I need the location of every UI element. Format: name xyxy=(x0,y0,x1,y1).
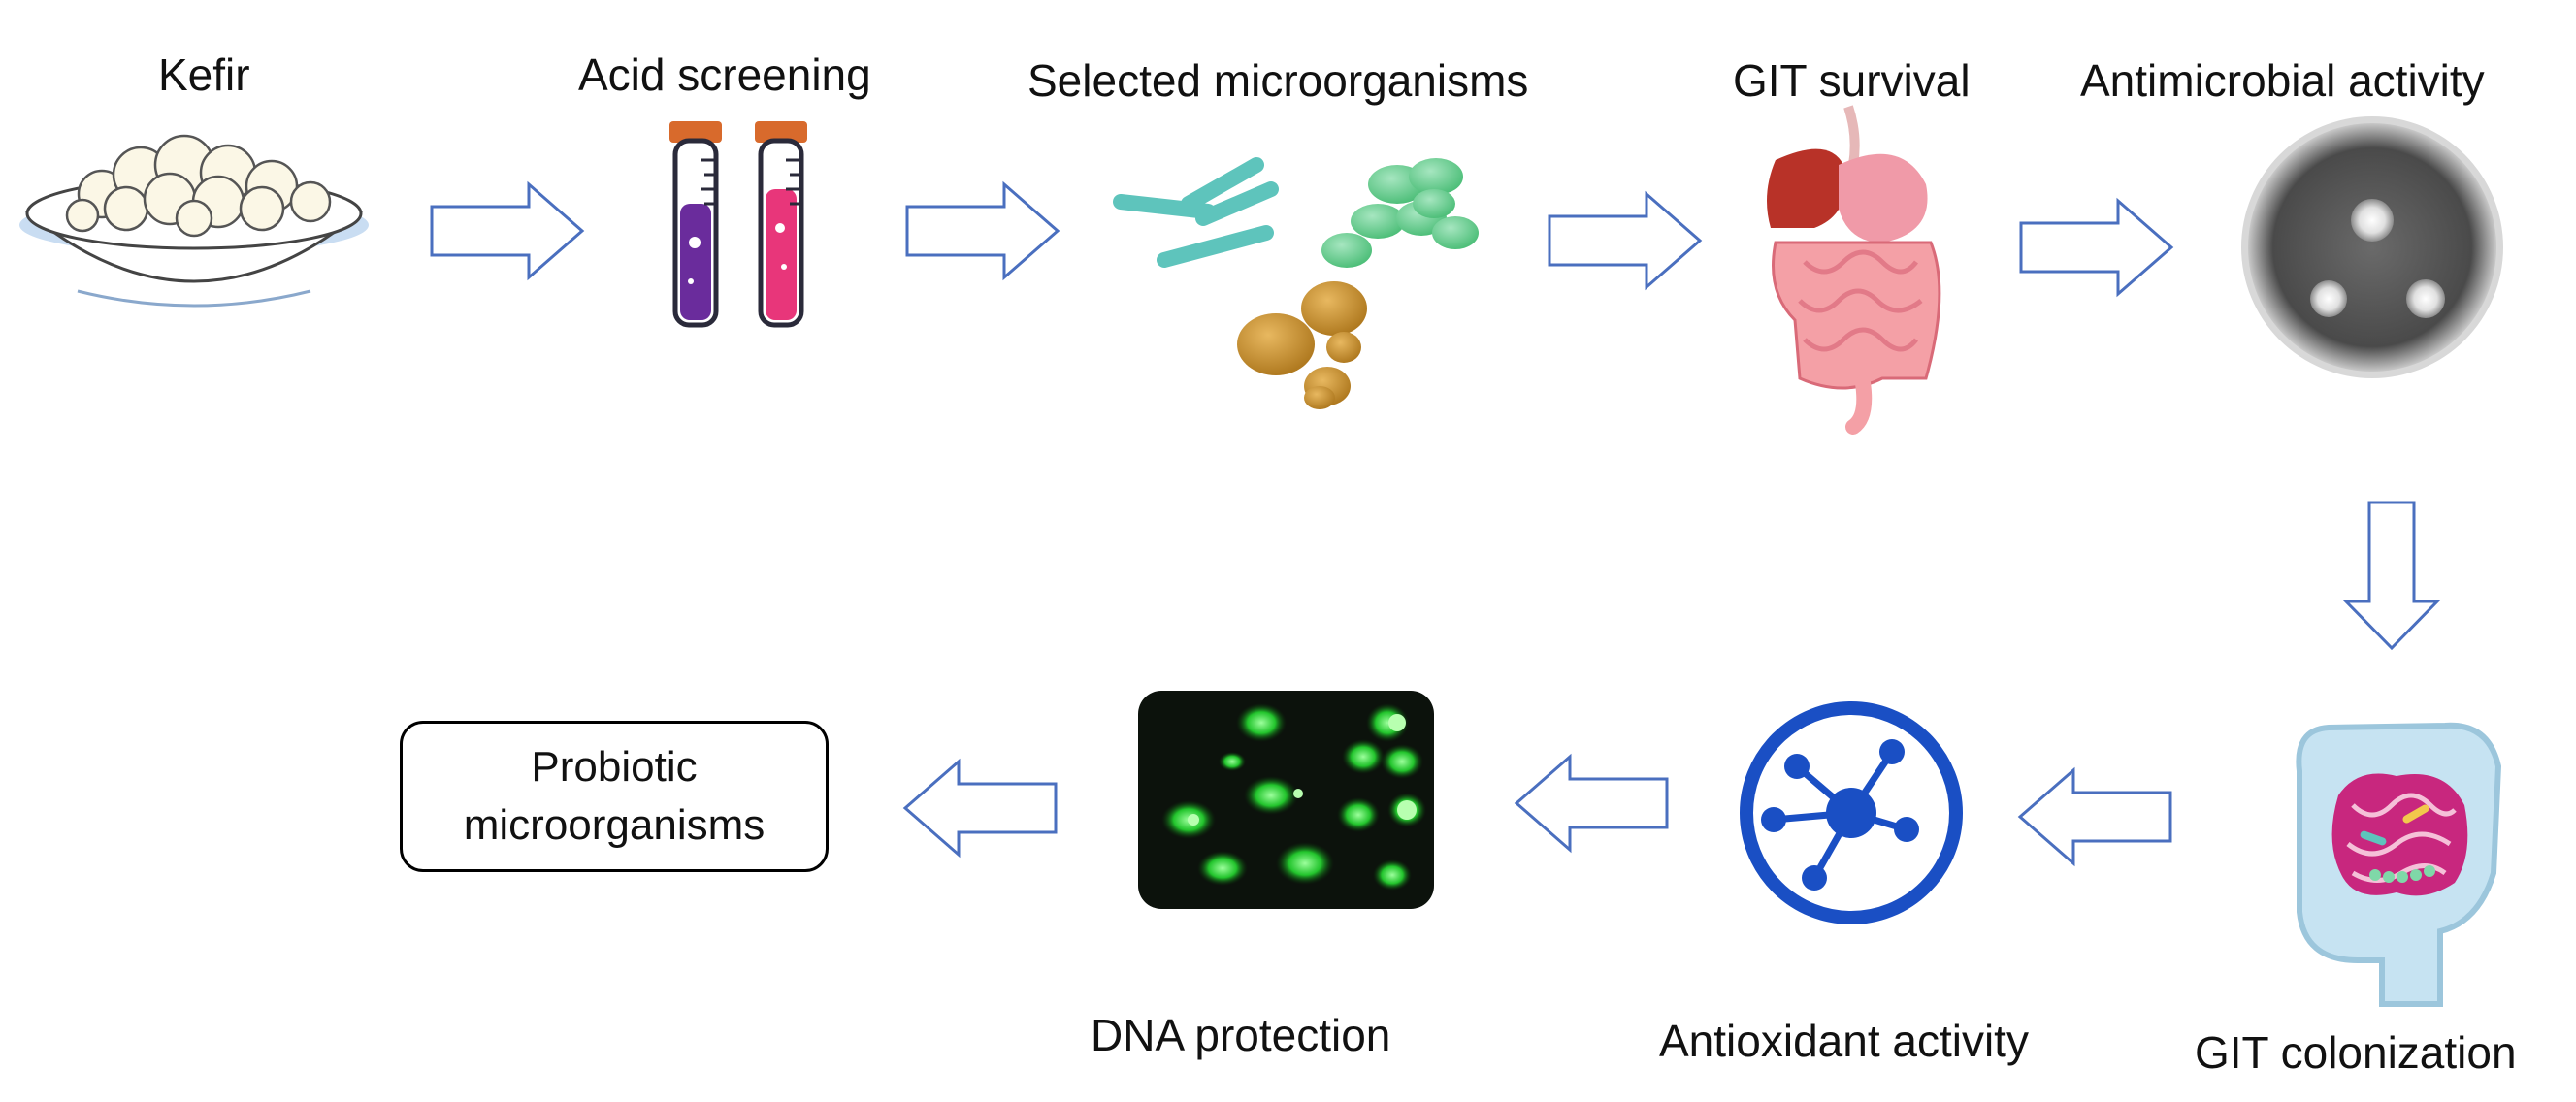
petri-dish-icon xyxy=(2241,116,2503,378)
arrow-kefir-to-acid xyxy=(430,180,585,281)
microorganisms-icon xyxy=(1113,157,1479,409)
label-antioxidant-activity: Antioxidant activity xyxy=(1659,1016,2029,1066)
antioxidant-molecule-icon xyxy=(1740,701,1963,924)
result-line-2: microorganisms xyxy=(463,801,766,849)
arrow-antioxidant-to-dna xyxy=(1514,753,1669,854)
test-tubes-icon xyxy=(669,121,807,328)
arrow-colonization-to-antioxidant xyxy=(2017,766,2172,867)
kefir-bowl-icon xyxy=(19,134,369,308)
digestive-system-icon xyxy=(1767,105,1941,435)
label-git-survival: GIT survival xyxy=(1733,55,1971,106)
label-dna-protection: DNA protection xyxy=(1091,1010,1391,1060)
label-acid-screening: Acid screening xyxy=(578,49,871,100)
arrow-acid-to-microorganisms xyxy=(905,180,1060,281)
comet-assay-image xyxy=(1138,691,1434,909)
label-selected-microorganisms: Selected microorganisms xyxy=(1027,55,1529,106)
intestine-colonization-icon xyxy=(2296,722,2502,1007)
arrow-git-to-antimicrobial xyxy=(2019,197,2174,298)
probiotic-result-box: Probiotic microorganisms xyxy=(400,721,829,872)
label-git-colonization: GIT colonization xyxy=(2195,1027,2517,1078)
label-kefir: Kefir xyxy=(158,49,250,100)
result-line-1: Probiotic xyxy=(531,743,698,791)
arrow-antimicrobial-to-colonization xyxy=(2342,501,2441,651)
arrow-microorganisms-to-git xyxy=(1548,190,1703,291)
label-antimicrobial-activity: Antimicrobial activity xyxy=(2080,55,2485,106)
arrow-dna-to-probiotic xyxy=(902,758,1058,859)
